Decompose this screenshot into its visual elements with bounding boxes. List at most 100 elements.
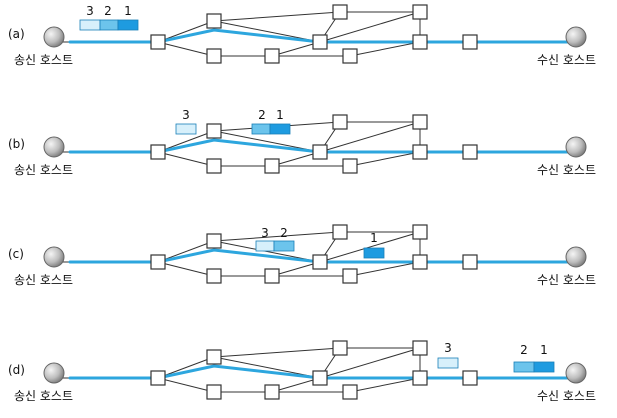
router-node [264, 158, 280, 174]
packet-1 [117, 19, 139, 31]
packet-1 [363, 247, 385, 259]
router-node [150, 254, 166, 270]
router-node [264, 384, 280, 400]
router-node [312, 370, 328, 386]
sender-host-icon [43, 26, 65, 48]
packet-number: 2 [520, 343, 528, 357]
receiver-host-label: 수신 호스트 [537, 163, 596, 177]
packet-number: 1 [540, 343, 548, 357]
panel-label: (a) [8, 27, 25, 41]
router-node [312, 254, 328, 270]
packet-3 [175, 123, 197, 135]
router-node [264, 268, 280, 284]
network-link [349, 151, 421, 167]
packet-number: 3 [261, 226, 269, 240]
network-link [157, 261, 215, 277]
router-node [264, 48, 280, 64]
network-link [213, 347, 341, 358]
routers [150, 114, 478, 174]
network-link [349, 41, 421, 57]
packet-2 [513, 361, 535, 373]
router-node [150, 144, 166, 160]
packet-1 [533, 361, 555, 373]
packet-number: 2 [280, 226, 288, 240]
router-node [206, 233, 222, 249]
network-link [271, 261, 321, 277]
panel-label: (c) [8, 247, 24, 261]
router-node [462, 34, 478, 50]
router-node [206, 384, 222, 400]
packet-number: 1 [276, 108, 284, 122]
router-node [412, 34, 428, 50]
router-node [150, 34, 166, 50]
sender-host-label: 송신 호스트 [14, 389, 73, 403]
network-link [213, 11, 341, 22]
router-node [412, 340, 428, 356]
router-node [412, 224, 428, 240]
packet-1 [269, 123, 291, 135]
router-node [342, 48, 358, 64]
router-node [462, 370, 478, 386]
sender-host-label: 송신 호스트 [14, 273, 73, 287]
network-link [157, 151, 215, 167]
network-link [319, 231, 421, 263]
router-node [462, 144, 478, 160]
router-node [332, 224, 348, 240]
router-node [342, 268, 358, 284]
router-node [332, 340, 348, 356]
routers [150, 4, 478, 64]
network-link [319, 11, 421, 43]
network-link [271, 151, 321, 167]
router-node [412, 144, 428, 160]
packet-2 [99, 19, 119, 31]
sender-host-icon [43, 136, 65, 158]
receiver-host-icon [565, 246, 587, 268]
network-link [349, 377, 421, 393]
network-link [157, 41, 215, 57]
packet-number: 3 [444, 341, 452, 355]
router-node [462, 254, 478, 270]
router-node [412, 370, 428, 386]
packet-number: 1 [370, 231, 378, 245]
router-node [206, 123, 222, 139]
router-node [206, 48, 222, 64]
router-node [332, 114, 348, 130]
sender-host-label: 송신 호스트 [14, 53, 73, 67]
sender-host-icon [43, 362, 65, 384]
router-node [150, 370, 166, 386]
network-link [271, 377, 321, 393]
routers [150, 340, 478, 400]
receiver-host-icon [565, 26, 587, 48]
routers [150, 224, 478, 284]
packet-3 [79, 19, 101, 31]
packet-number: 1 [124, 4, 132, 18]
network-link [271, 41, 321, 57]
network-link [319, 347, 421, 379]
router-node [312, 144, 328, 160]
packet-2 [251, 123, 271, 135]
packet-number: 3 [182, 108, 190, 122]
sender-host-label: 송신 호스트 [14, 163, 73, 177]
panel-label: (b) [8, 137, 25, 151]
receiver-host-label: 수신 호스트 [537, 53, 596, 67]
router-node [412, 254, 428, 270]
network-link [213, 231, 341, 242]
receiver-host-label: 수신 호스트 [537, 389, 596, 403]
packet-2 [273, 240, 295, 252]
router-node [332, 4, 348, 20]
network-link [349, 261, 421, 277]
network-link [157, 377, 215, 393]
router-node [206, 158, 222, 174]
network-link [319, 121, 421, 153]
panel-label: (d) [8, 363, 25, 377]
router-node [342, 384, 358, 400]
router-node [206, 13, 222, 29]
